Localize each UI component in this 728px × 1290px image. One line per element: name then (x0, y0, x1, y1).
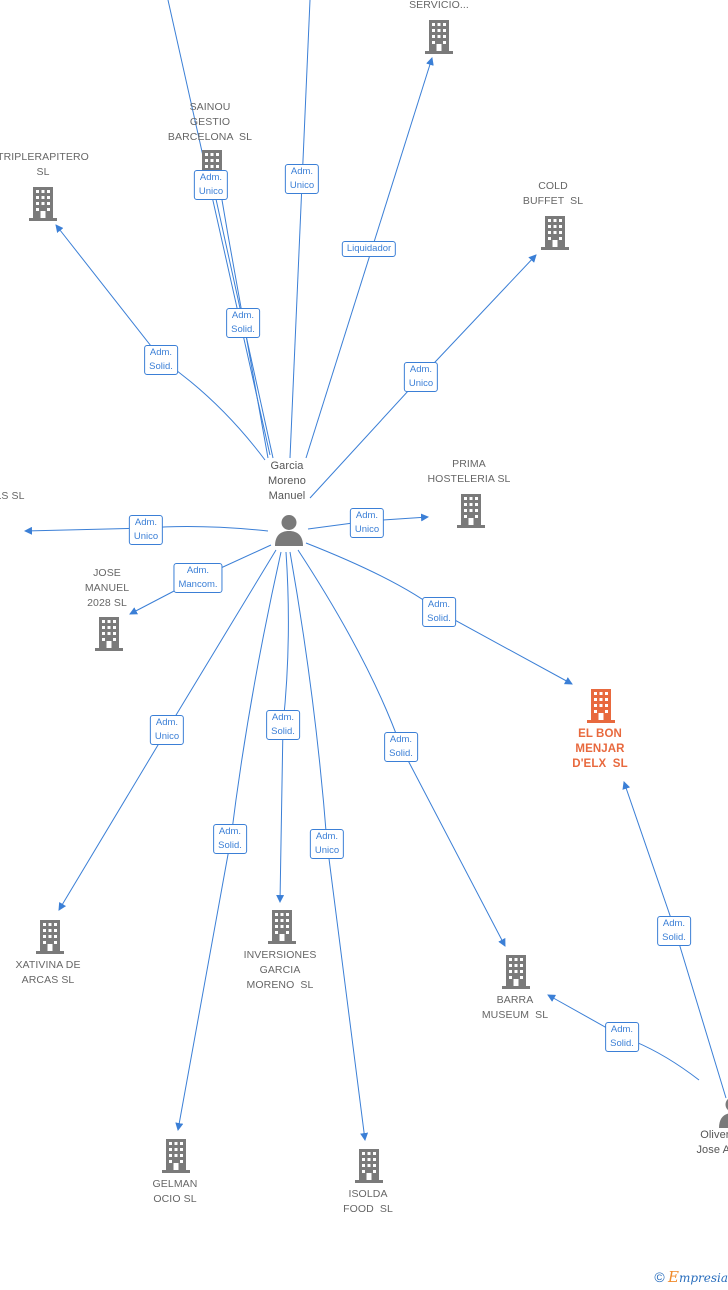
edge-badge-prima[interactable]: Adm. Unico (349, 508, 385, 538)
edge-badge-ls[interactable]: Adm. Unico (128, 515, 164, 545)
edge-lines (24, 0, 727, 1141)
edge-badge-sainou-unico[interactable]: Adm. Unico (193, 170, 229, 200)
edge-badge-top2[interactable]: Adm. Unico (284, 164, 320, 194)
node-label-olivera[interactable]: Olivera Jose A... (696, 1129, 728, 1156)
building-icon[interactable] (587, 689, 615, 723)
node-label-el-bon-menjar[interactable]: EL BON MENJAR D'ELX SL (572, 728, 628, 770)
edge-badge-jose[interactable]: Adm. Mancom. (173, 563, 223, 593)
edge-line-gelman (175, 551, 282, 1131)
edge-badge-gelman[interactable]: Adm. Solid. (213, 824, 247, 854)
empresia-logo: Empresia (667, 1268, 728, 1286)
node-label-isolda[interactable]: ISOLDA FOOD SL (343, 1188, 393, 1215)
building-icon[interactable] (29, 187, 57, 221)
edge-line-sainou-solid (221, 199, 269, 459)
node-label-prima[interactable]: PRIMA HOSTELERIA SL (427, 458, 511, 485)
edge-badge-servicio[interactable]: Liquidador (341, 241, 397, 257)
node-label-garcia[interactable]: Garcia Moreno Manuel (268, 460, 306, 502)
building-icon[interactable] (95, 617, 123, 651)
building-icon[interactable] (457, 494, 485, 528)
building-icon[interactable] (162, 1139, 190, 1173)
node-label-barra[interactable]: BARRA MUSEUM SL (481, 994, 549, 1021)
edge-badge-bon[interactable]: Adm. Solid. (422, 597, 456, 627)
edge-badge-xativina[interactable]: Adm. Unico (149, 715, 185, 745)
node-label-cold-buffet[interactable]: COLD BUFFET SL (522, 180, 584, 207)
node-label-servicio[interactable]: SERVICIO... (409, 0, 469, 11)
edge-badge-barra[interactable]: Adm. Solid. (384, 732, 418, 762)
node-icons (29, 20, 728, 1183)
empresia-watermark: © Empresia (654, 1268, 728, 1286)
edge-badge-triple[interactable]: Adm. Solid. (144, 345, 178, 375)
node-label-xativina[interactable]: XATIVINA DE ARCAS SL (15, 959, 81, 986)
edge-line-triple (55, 224, 266, 461)
node-label-inversiones[interactable]: INVERSIONES GARCIA MORENO SL (243, 949, 317, 991)
edge-line-top2 (289, 0, 311, 459)
edge-line-top1 (167, 0, 271, 456)
edge-badge-cold[interactable]: Adm. Unico (403, 362, 439, 392)
node-label-sainou[interactable]: SAINOU GESTIO BARCELONA SL (167, 101, 253, 143)
building-icon[interactable] (425, 20, 453, 54)
node-label-triplerapitero[interactable]: TRIPLERAPITERO SL (0, 151, 89, 178)
edge-badge-isolda[interactable]: Adm. Unico (309, 829, 345, 859)
edge-badge-olivera-barra[interactable]: Adm. Solid. (605, 1022, 639, 1052)
edge-badge-olivera-bon[interactable]: Adm. Solid. (657, 916, 691, 946)
edge-badge-inversiones[interactable]: Adm. Solid. (266, 710, 300, 740)
building-icon[interactable] (541, 216, 569, 250)
person-icon[interactable] (719, 1097, 728, 1128)
edge-line-isolda (289, 551, 369, 1141)
copyright-symbol: © (654, 1269, 665, 1285)
edge-line-servicio (305, 57, 434, 459)
building-icon[interactable] (502, 955, 530, 989)
person-icon[interactable] (275, 515, 303, 546)
building-icon[interactable] (355, 1149, 383, 1183)
node-label-ls[interactable]: LS SL (0, 490, 25, 502)
building-icon[interactable] (36, 920, 64, 954)
node-label-gelman[interactable]: GELMAN OCIO SL (152, 1178, 198, 1205)
building-icon[interactable] (268, 910, 296, 944)
node-label-jose-manuel[interactable]: JOSE MANUEL 2028 SL (84, 567, 130, 609)
edge-badge-sainou-solid[interactable]: Adm. Solid. (226, 308, 260, 338)
